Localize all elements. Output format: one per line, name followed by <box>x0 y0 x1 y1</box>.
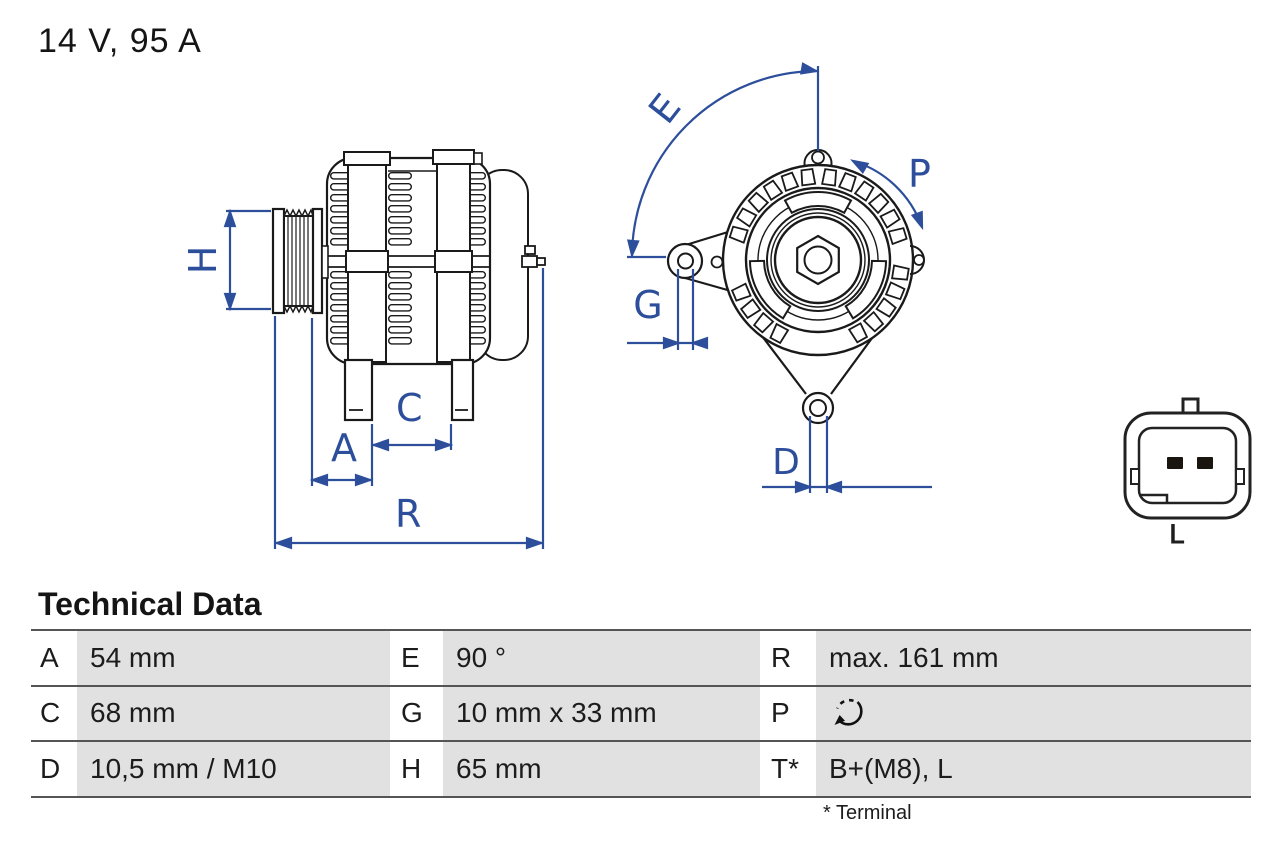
side-view-dimension-labels: H A C R <box>181 246 423 536</box>
param-value: 10 mm x 33 mm <box>443 686 760 740</box>
table-row: D 10,5 mm / M10 H 65 mm T* B+(M8), L <box>31 742 1251 798</box>
param-key: T* <box>760 742 816 796</box>
param-value: 68 mm <box>77 686 390 740</box>
table-heading: Technical Data <box>38 586 262 622</box>
param-key: D <box>31 742 77 796</box>
front-view-drawing <box>666 148 925 425</box>
param-value: B+(M8), L <box>816 742 1251 796</box>
dim-label-c: C <box>396 386 423 430</box>
dim-label-h: H <box>181 246 225 275</box>
param-key: A <box>31 631 77 685</box>
technical-drawing: H A C R <box>181 62 1252 550</box>
param-value: 54 mm <box>77 631 390 685</box>
param-key: P <box>760 686 816 740</box>
param-key: C <box>31 686 77 740</box>
param-value: max. 161 mm <box>816 631 1251 685</box>
dim-label-e: E <box>640 86 689 132</box>
side-view-dimensions <box>224 209 545 549</box>
connector-pin <box>1197 457 1213 469</box>
param-value: 90 ° <box>443 631 760 685</box>
dim-label-g: G <box>633 283 662 327</box>
dim-label-d: D <box>772 442 800 483</box>
page-title: 14 V, 95 A <box>38 22 202 60</box>
table-row: A 54 mm E 90 ° R max. 161 mm <box>31 631 1251 687</box>
terminal-footnote: * Terminal <box>823 802 912 824</box>
dim-label-r: R <box>395 492 421 536</box>
param-key: G <box>390 686 443 740</box>
side-view-drawing <box>271 149 546 422</box>
table-row: C 68 mm G 10 mm x 33 mm P <box>31 686 1251 742</box>
connector-pin <box>1167 457 1183 469</box>
rotation-direction-icon <box>834 699 863 726</box>
param-value-rotation <box>816 686 1251 740</box>
front-view-dimensions <box>626 62 932 493</box>
param-key: H <box>390 742 443 796</box>
dim-label-a: A <box>331 426 357 470</box>
param-key: R <box>760 631 816 685</box>
param-value: 10,5 mm / M10 <box>77 742 390 796</box>
param-value: 65 mm <box>443 742 760 796</box>
param-key: E <box>390 631 443 685</box>
front-view-dimension-labels: E P G D <box>633 86 931 483</box>
connector-label: L <box>1169 519 1184 549</box>
technical-data-table: A 54 mm E 90 ° R max. 161 mm C 68 mm G 1… <box>31 629 1251 798</box>
connector-drawing: L <box>1123 397 1252 550</box>
dim-label-p: P <box>908 152 931 196</box>
